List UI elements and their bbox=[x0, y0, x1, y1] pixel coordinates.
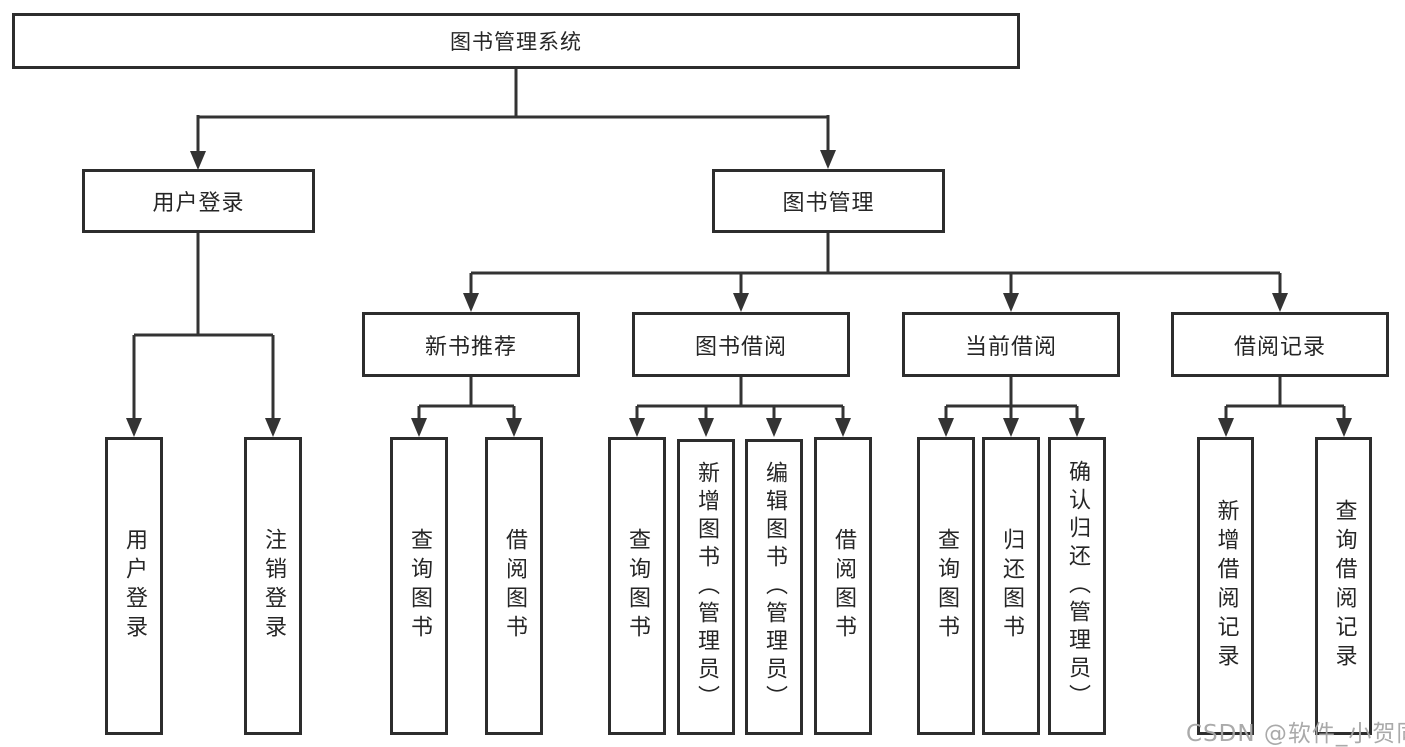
node-label: 借阅记录 bbox=[1233, 334, 1326, 360]
node-user-login: 用户登录 bbox=[82, 169, 315, 233]
leaf-records-add-borrow-record: 新增借阅记录 bbox=[1197, 437, 1254, 735]
node-label: 注销登录 bbox=[261, 528, 286, 644]
leaf-newrec-borrow-books: 借阅图书 bbox=[485, 437, 543, 735]
node-label: 用户登录 bbox=[152, 191, 245, 216]
leaf-records-query-borrow-record: 查询借阅记录 bbox=[1315, 437, 1372, 735]
csdn-watermark: CSDN @软件_小贺同学 bbox=[1186, 721, 1405, 747]
node-label: 借阅图书 bbox=[831, 528, 856, 644]
node-current-borrow: 当前借阅 bbox=[902, 312, 1120, 377]
connector-user-login-to-leaves bbox=[126, 233, 281, 437]
node-label: 当前借阅 bbox=[964, 334, 1057, 360]
node-new-book-recommend: 新书推荐 bbox=[362, 312, 580, 377]
leaf-user-login: 用户登录 bbox=[105, 437, 163, 735]
node-book-management: 图书管理 bbox=[712, 169, 945, 233]
node-label: 查询借阅记录 bbox=[1331, 499, 1357, 673]
leaf-borrow-borrow-books: 借阅图书 bbox=[814, 437, 872, 735]
connector-root-to-level2 bbox=[190, 69, 836, 170]
leaf-newrec-query-books: 查询图书 bbox=[390, 437, 448, 735]
node-label: 新增借阅记录 bbox=[1213, 499, 1239, 673]
node-label: 查询图书 bbox=[625, 528, 650, 644]
node-label: 编辑图书（管理员） bbox=[762, 461, 787, 713]
connector-new-book-recommend-to-leaves bbox=[411, 377, 522, 437]
leaf-borrow-add-books-admin: 新增图书（管理员） bbox=[677, 439, 735, 735]
node-label: 新书推荐 bbox=[424, 334, 517, 360]
leaf-borrow-edit-books-admin: 编辑图书（管理员） bbox=[745, 439, 803, 735]
node-borrow-records: 借阅记录 bbox=[1171, 312, 1389, 377]
connector-current-borrow-to-leaves bbox=[938, 377, 1085, 437]
node-library-management-system: 图书管理系统 bbox=[12, 13, 1020, 69]
node-label: 图书借阅 bbox=[694, 334, 787, 360]
connector-book-borrow-to-leaves bbox=[629, 377, 851, 437]
leaf-logout: 注销登录 bbox=[244, 437, 302, 735]
node-label: 图书管理系统 bbox=[450, 30, 582, 54]
node-label: 借阅图书 bbox=[502, 528, 527, 644]
connector-borrow-records-to-leaves bbox=[1218, 377, 1352, 437]
node-label: 查询图书 bbox=[407, 528, 432, 644]
leaf-borrow-query-books: 查询图书 bbox=[608, 437, 666, 735]
leaf-current-confirm-return-admin: 确认归还（管理员） bbox=[1048, 437, 1106, 735]
connector-book-management-to-level3 bbox=[463, 233, 1288, 312]
node-book-borrow: 图书借阅 bbox=[632, 312, 850, 377]
leaf-current-query-books: 查询图书 bbox=[917, 437, 975, 735]
leaf-current-return-books: 归还图书 bbox=[982, 437, 1040, 735]
node-label: 图书管理 bbox=[782, 191, 875, 216]
node-label: 查询图书 bbox=[934, 528, 959, 644]
node-label: 确认归还（管理员） bbox=[1065, 460, 1090, 712]
node-label: 用户登录 bbox=[122, 528, 147, 644]
node-label: 新增图书（管理员） bbox=[694, 461, 719, 713]
node-label: 归还图书 bbox=[999, 528, 1024, 644]
